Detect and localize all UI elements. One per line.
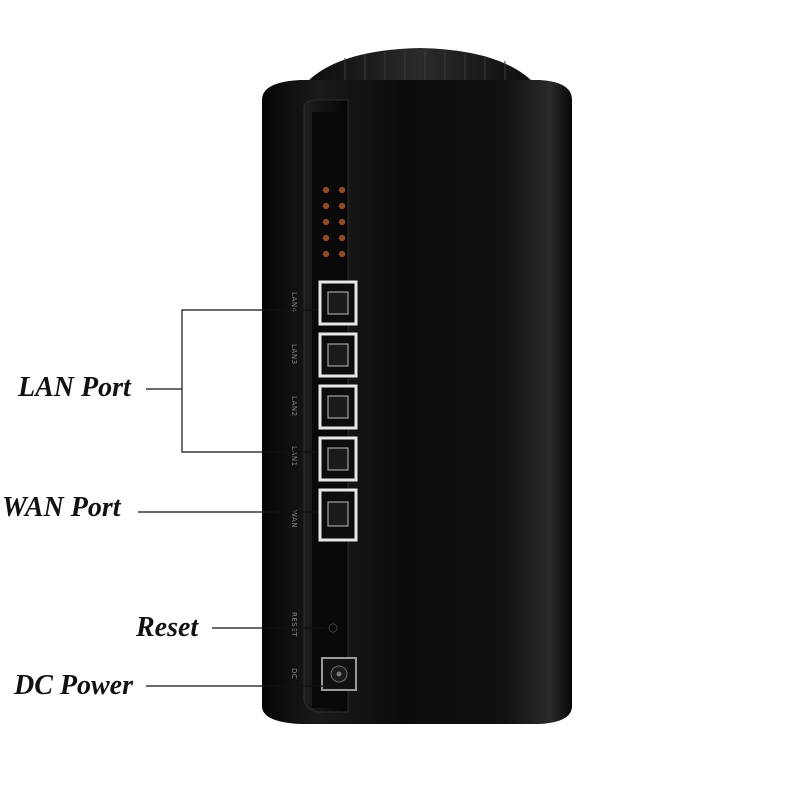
wan-port [318, 488, 358, 542]
reset-pinhole [328, 623, 338, 633]
lan-port-4 [318, 280, 358, 326]
lan-port-2 [318, 384, 358, 430]
dc-power-jack [321, 657, 357, 691]
device-label-lan4: LAN4 [290, 292, 298, 313]
leader-lines [138, 309, 326, 687]
status-led-grid [322, 186, 346, 258]
device-label-lan1: LAN1 [290, 446, 298, 467]
reset-callout: Reset [136, 612, 199, 643]
lan-port-1 [318, 436, 358, 482]
device-label-lan3: LAN3 [290, 344, 298, 365]
lan-bracket [181, 309, 318, 453]
lan-port-3 [318, 332, 358, 378]
lan-port-callout: LAN Port [18, 372, 131, 403]
device-label-lan2: LAN2 [290, 396, 298, 417]
wan-port-callout: WAN Port [2, 492, 121, 523]
device-label-dc: DC [290, 668, 298, 679]
dc-power-callout: DC Power [14, 670, 133, 701]
device-label-wan: WAN [290, 510, 298, 528]
device-label-reset: RESET [290, 612, 298, 637]
